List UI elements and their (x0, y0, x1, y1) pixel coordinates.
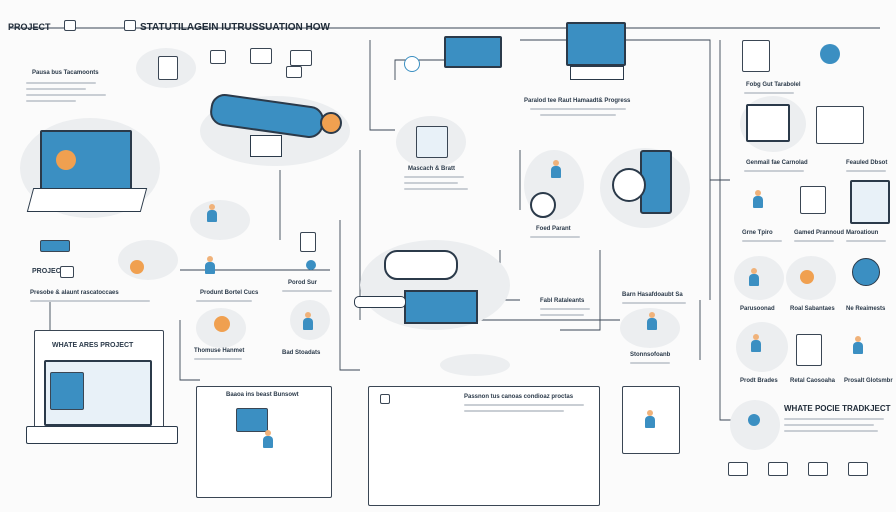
left-badge-project: PROJECT (32, 268, 66, 275)
retat-label: Retal Caosoaha (790, 378, 836, 384)
maroes-label: Maroatioun (846, 230, 879, 236)
prosalt-label: Prosalt Glotsmbr (844, 378, 893, 384)
right-footer-icon-1[interactable] (728, 462, 748, 476)
sidebar-panel (50, 372, 84, 410)
pie-chart-icon (56, 150, 76, 170)
main-title: STATUTILAGEIN IUTRUSSUATION HOW (140, 22, 330, 33)
right-panel-screen (746, 104, 790, 142)
gameno-label: Gamed Prannoud (794, 230, 845, 236)
general-label: Genmail fae Carnolad (746, 160, 808, 166)
laptop-keyboard (26, 188, 148, 212)
right-top-label: Fobg Gut Tarabolel (746, 82, 801, 88)
screen-icon (250, 48, 272, 64)
right-coin-icon (800, 270, 814, 284)
produced-label: Paralod tee Raut Hamaadt& Progress (524, 98, 631, 104)
food-label: Foed Parant (536, 226, 571, 232)
panel-mid-title: Passnon tus canoas condioaz proctas (464, 394, 574, 400)
right-footer-icon-4[interactable] (848, 462, 868, 476)
central-machine-keyboard (404, 290, 478, 324)
right-doc-icon (742, 40, 770, 72)
wheel-icon (530, 192, 556, 218)
right-target-icon (748, 414, 760, 426)
card-icon (286, 66, 302, 78)
image-icon (210, 50, 226, 64)
report-icon (416, 126, 448, 158)
left-frame-title: WHATE ARES PROJECT (52, 342, 134, 349)
left-mid-label: Presobe & alaunt rascatoccaes (30, 290, 119, 296)
phone-icon (300, 232, 316, 252)
project-label: PROJECT (8, 22, 51, 32)
right-footer-icon-2[interactable] (768, 462, 788, 476)
barn-label: Barn Hasafdoaubt Sa (622, 292, 683, 298)
globe-icon (820, 44, 840, 64)
right-frame-title: WHATE POCIE TRADKJECT (784, 404, 891, 413)
right-footer-icon-3[interactable] (808, 462, 828, 476)
coin-icon (130, 260, 144, 274)
lightbulb-icon (214, 316, 230, 332)
bottom-laptop-screen (44, 360, 152, 426)
right-tablet (850, 180, 890, 224)
stone-label: Stonnsofoanb (630, 352, 671, 358)
progress-bar-icon (40, 240, 70, 252)
mascatt-label: Mascach & Bratt (408, 166, 456, 172)
feated-label: Feauled Dbsot (846, 160, 888, 166)
left-top-label: Pausa bus Tacamoonts (32, 70, 99, 76)
right-globe-icon (852, 258, 880, 286)
product-label: Produnt Bortel Cucs (200, 290, 259, 296)
center-monitor-1 (444, 36, 502, 68)
center-panel-mid[interactable] (368, 386, 600, 506)
right-chart-card (816, 106, 864, 144)
thomuse-label: Thomuse Hanmet (194, 348, 245, 354)
document-icon (158, 56, 178, 80)
ne-label: Ne Reaimests (846, 306, 886, 312)
machine-arm (354, 296, 406, 308)
prodt-label: Prodt Brades (740, 378, 778, 384)
chart-icon (124, 20, 136, 31)
pundsaoad-label: Parusoonad (740, 306, 775, 312)
lens-icon (320, 112, 342, 134)
center-monitor-2 (566, 22, 626, 66)
panel-left-image (236, 408, 268, 432)
folder-icon (64, 20, 76, 31)
roal-label: Roal Sabantaes (790, 306, 835, 312)
machine-stand (250, 135, 282, 157)
right-poster-icon (796, 334, 822, 366)
porad-label: Porod Sur (288, 280, 318, 286)
circle-icon (306, 260, 316, 270)
panel-left-title: Baaoa ins beast Bunsowt (226, 392, 299, 398)
bottom-laptop-base (26, 426, 178, 444)
right-clipboard-icon (800, 186, 826, 214)
gear-icon (404, 56, 420, 72)
monitor-stand (570, 66, 624, 80)
fabi-label: Fabl Rataleants (540, 298, 585, 304)
badge-icon (60, 266, 74, 278)
gallery-icon (290, 50, 312, 66)
laptop-screen (40, 130, 132, 192)
bad-label: Bad Stoadats (282, 350, 321, 356)
grne-label: Grne Tpiro (742, 230, 773, 236)
panel-mid-icon (380, 394, 390, 404)
drum-icon (612, 168, 646, 202)
central-machine-head (384, 250, 458, 280)
